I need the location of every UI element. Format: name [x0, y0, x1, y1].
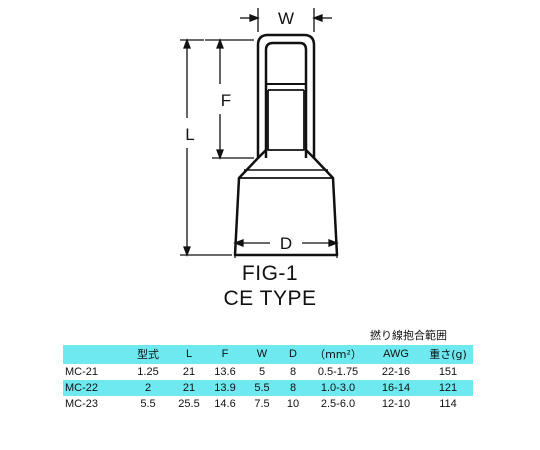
cell-weight: 151	[438, 366, 458, 378]
wire-range-caption: 撚り線抱合範囲	[370, 329, 447, 342]
cell-awg: 12-10	[381, 398, 411, 410]
header-w: W	[245, 345, 279, 364]
table-row: MC-22 2 21 13.9 5.5 8 1.0-3.0 16-14 121	[63, 380, 473, 396]
cell-d: 8	[279, 380, 307, 396]
dimension-d	[233, 239, 339, 258]
header-model	[63, 345, 123, 364]
cell-range-mm2: 2.5-6.0	[320, 398, 356, 410]
header-range-mm2: （mm²）	[307, 345, 369, 364]
table-row: MC-21 1.25 21 13.6 5 8 0.5-1.75 22-16 15…	[63, 364, 473, 380]
cell-w: 7.5	[254, 398, 270, 410]
spec-table: 型式 L F W D （mm²） AWG 重さ(g) MC-21 1.25 21…	[63, 345, 473, 412]
cell-l: 25.5	[178, 398, 200, 410]
cell-f: 13.9	[205, 380, 245, 396]
dimension-w	[240, 8, 332, 32]
cell-weight: 114	[439, 398, 457, 410]
cell-type: 2	[123, 380, 173, 396]
cell-type: 1.25	[137, 366, 159, 378]
table-row: MC-23 5.5 25.5 14.6 7.5 10 2.5-6.0 12-10…	[63, 396, 473, 412]
cell-d: 8	[289, 366, 297, 378]
figure-type: CE TYPE	[223, 287, 317, 310]
dimension-l	[180, 38, 232, 257]
dimension-l-label: L	[185, 125, 194, 144]
cell-range-mm2: 0.5-1.75	[317, 366, 359, 378]
cell-f: 13.6	[214, 366, 236, 378]
header-type: 型式	[123, 345, 173, 364]
cell-type: 5.5	[140, 398, 156, 410]
cell-l: 21	[173, 380, 205, 396]
cell-awg: 22-16	[381, 366, 411, 378]
cell-model: MC-23	[65, 398, 99, 410]
cell-awg: 16-14	[369, 380, 423, 396]
cell-range-mm2: 1.0-3.0	[307, 380, 369, 396]
connector-body	[233, 33, 339, 257]
table-header-row: 型式 L F W D （mm²） AWG 重さ(g)	[63, 345, 473, 364]
header-l: L	[173, 345, 205, 364]
connector-drawing: W F L D	[180, 8, 339, 258]
cell-weight: 121	[423, 380, 473, 396]
cell-model: MC-21	[65, 366, 99, 378]
cell-w: 5	[258, 366, 266, 378]
header-f: F	[205, 345, 245, 364]
cell-model: MC-22	[63, 380, 123, 396]
header-weight: 重さ(g)	[423, 345, 473, 364]
cell-d: 10	[286, 398, 300, 410]
cell-l: 21	[182, 366, 196, 378]
dimension-d-label: D	[280, 234, 292, 253]
dimension-f-label: F	[221, 91, 231, 110]
header-awg: AWG	[369, 345, 423, 364]
header-d: D	[279, 345, 307, 364]
figure-number: FIG-1	[241, 262, 299, 285]
dimension-f	[205, 38, 254, 160]
dimension-w-label: W	[278, 9, 294, 28]
cell-f: 14.6	[214, 398, 236, 410]
cell-w: 5.5	[245, 380, 279, 396]
